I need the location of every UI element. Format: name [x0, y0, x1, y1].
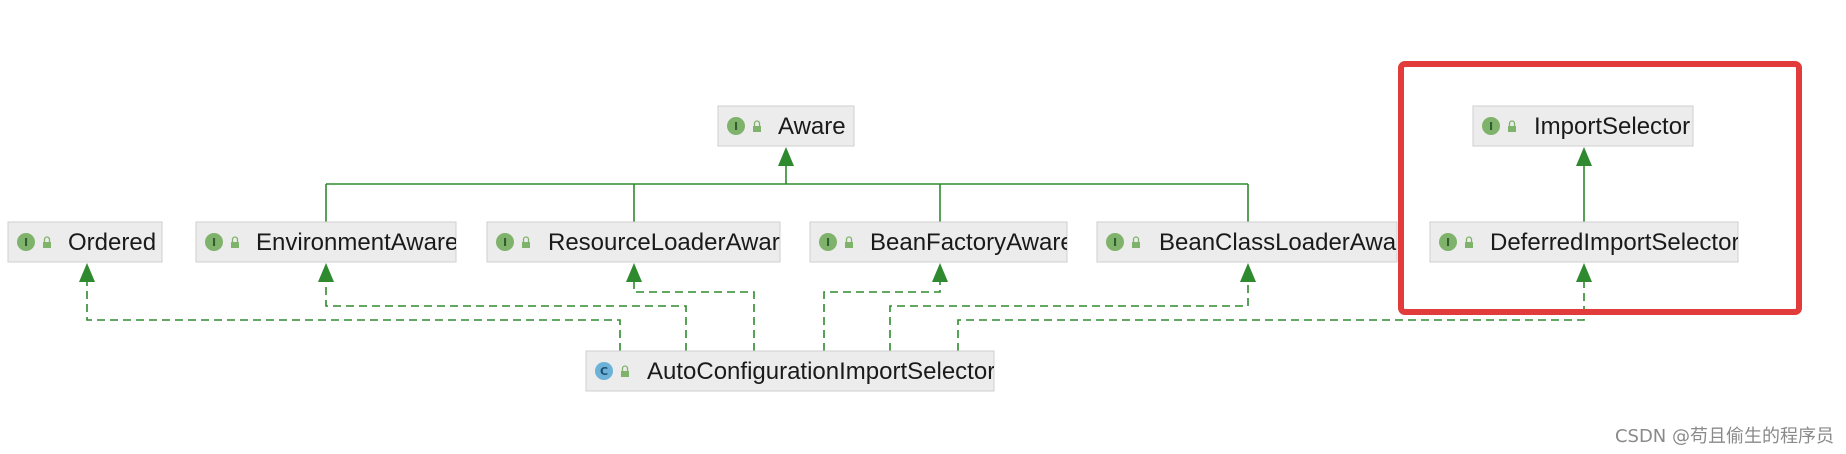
- node-label: ImportSelector: [1534, 113, 1690, 140]
- edge-acis-to-beanfactoryaware: [823, 282, 941, 351]
- node-aware[interactable]: I Aware: [717, 105, 855, 147]
- class-badge-icon: [595, 362, 613, 380]
- interface-badge-icon: [17, 233, 35, 251]
- lock-icon: [753, 120, 761, 132]
- node-environmentaware[interactable]: I EnvironmentAware: [195, 221, 458, 263]
- badge-letter: C: [600, 365, 608, 378]
- node-beanclassloaderaware[interactable]: I BeanClassLoaderAware: [1096, 221, 1417, 263]
- lock-icon: [43, 236, 51, 248]
- edge-acis-to-ordered: [86, 282, 621, 351]
- highlight-box: [1398, 61, 1802, 315]
- arrowhead-environmentaware: [318, 263, 334, 282]
- node-deferredimportselector[interactable]: I DeferredImportSelector: [1429, 221, 1739, 263]
- node-label: BeanClassLoaderAware: [1159, 229, 1417, 256]
- node-label: BeanFactoryAware: [870, 229, 1074, 256]
- node-beanfactoryaware[interactable]: I BeanFactoryAware: [809, 221, 1074, 263]
- edges: [325, 166, 1585, 222]
- interface-badge-icon: [205, 233, 223, 251]
- badge-letter: I: [1446, 236, 1450, 249]
- lock-icon: [1465, 236, 1473, 248]
- lock-icon: [231, 236, 239, 248]
- interface-badge-icon: [819, 233, 837, 251]
- node-autoconfigurationimportselector[interactable]: C AutoConfigurationImportSelector: [585, 350, 995, 392]
- interface-badge-icon: [496, 233, 514, 251]
- badge-letter: I: [1489, 120, 1493, 133]
- node-importselector[interactable]: I ImportSelector: [1472, 105, 1694, 147]
- lock-icon: [1508, 120, 1516, 132]
- edge-acis-to-resourceloaderaware: [633, 282, 755, 351]
- edge-acis-to-beanclassloaderaware: [889, 282, 1249, 351]
- edge-acis-to-deferredimportselector: [957, 282, 1585, 351]
- edge-acis-to-environmentaware: [325, 282, 687, 351]
- node-label: AutoConfigurationImportSelector: [647, 358, 995, 385]
- arrowhead-resourceloaderaware: [626, 263, 642, 282]
- node-label: EnvironmentAware: [256, 229, 458, 256]
- arrowhead-ordered: [79, 263, 95, 282]
- badge-letter: I: [24, 236, 28, 249]
- badge-letter: I: [826, 236, 830, 249]
- node-label: ResourceLoaderAware: [548, 229, 793, 256]
- node-label: DeferredImportSelector: [1490, 229, 1739, 256]
- lock-icon: [845, 236, 853, 248]
- arrowhead-deferredimportselector: [1576, 263, 1592, 282]
- lock-icon: [522, 236, 530, 248]
- arrowhead-importselector: [1576, 147, 1592, 166]
- interface-badge-icon: [1482, 117, 1500, 135]
- implements-edges: [86, 282, 1585, 351]
- interface-badge-icon: [727, 117, 745, 135]
- badge-letter: I: [1113, 236, 1117, 249]
- badge-letter: I: [734, 120, 738, 133]
- interface-badge-icon: [1106, 233, 1124, 251]
- lock-icon: [1132, 236, 1140, 248]
- node-ordered[interactable]: I Ordered: [7, 221, 163, 263]
- arrowheads: [79, 147, 1592, 282]
- node-label: Ordered: [68, 229, 156, 256]
- arrowhead-aware: [778, 147, 794, 166]
- interface-badge-icon: [1439, 233, 1457, 251]
- node-label: Aware: [778, 113, 846, 140]
- node-resourceloaderaware[interactable]: I ResourceLoaderAware: [486, 221, 793, 263]
- badge-letter: I: [503, 236, 507, 249]
- badge-letter: I: [212, 236, 216, 249]
- lock-icon: [621, 365, 629, 377]
- arrowhead-beanfactoryaware: [932, 263, 948, 282]
- edge-aware-bus: [326, 166, 1248, 185]
- watermark: CSDN @苟且偷生的程序员: [1615, 426, 1834, 447]
- arrowhead-beanclassloaderaware: [1240, 263, 1256, 282]
